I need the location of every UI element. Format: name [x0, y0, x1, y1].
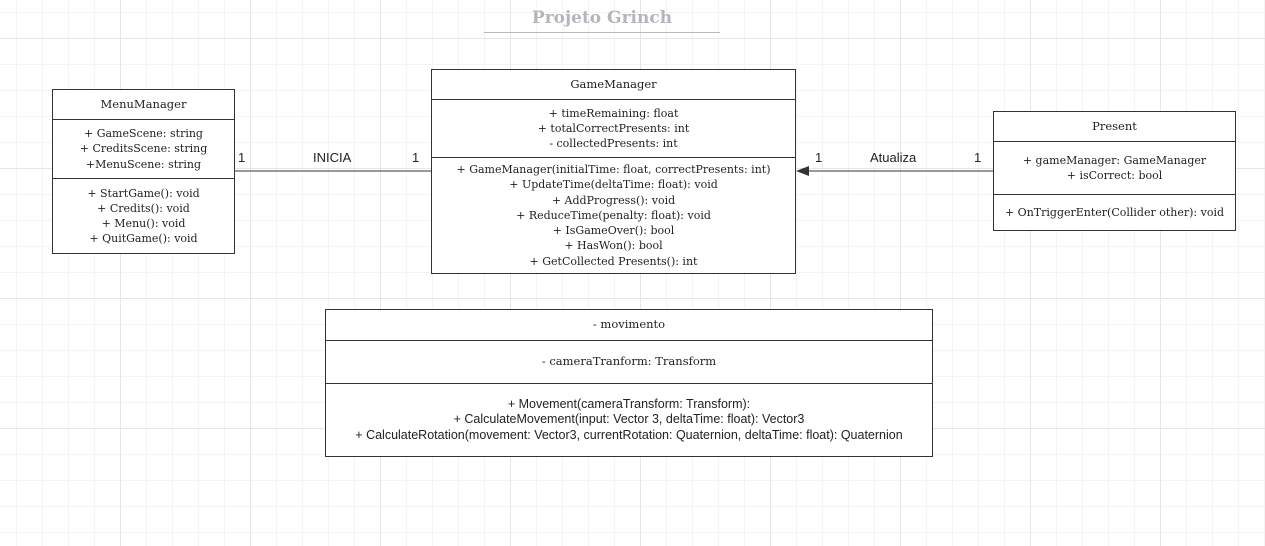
inicia-label: INICIA [313, 150, 352, 165]
class-game-manager[interactable]: GameManager + timeRemaining: float + tot… [431, 69, 796, 274]
method: + Menu(): void [101, 217, 186, 230]
method: + GetCollected Presents(): int [529, 254, 698, 268]
class-header: - movimento [326, 310, 932, 340]
method: + ReduceTime(penalty: float): void [516, 208, 711, 222]
method: + AddProgress(): void [551, 193, 676, 207]
method: + QuitGame(): void [89, 232, 198, 246]
method: + HasWon(): bool [564, 239, 663, 253]
class-name: MenuManager [100, 96, 187, 111]
attribute: +MenuScene: string [85, 157, 202, 171]
attribute: - collectedPresents: int [549, 137, 678, 151]
attribute: + GameScene: string [84, 127, 203, 141]
class-header: MenuManager [53, 90, 234, 119]
attributes-section: + gameManager: GameManager + isCorrect: … [994, 141, 1235, 194]
class-present[interactable]: Present + gameManager: GameManager + isC… [993, 111, 1236, 231]
attributes-section: + timeRemaining: float + totalCorrectPre… [432, 99, 795, 157]
class-name: GameManager [570, 76, 657, 91]
methods-section: + Movement(cameraTransform: Transform): … [326, 383, 932, 456]
attribute: - cameraTranform: Transform [541, 354, 717, 369]
attribute: + timeRemaining: float [548, 106, 679, 120]
atualiza-multiplicity-left: 1 [815, 150, 823, 165]
method: + Movement(cameraTransform: Transform): [507, 396, 751, 411]
methods-section: + OnTriggerEnter(Collider other): void [994, 194, 1235, 230]
class-name: - movimento [592, 317, 666, 332]
class-header: GameManager [432, 70, 795, 99]
attribute: + gameManager: GameManager [1022, 153, 1207, 167]
inicia-multiplicity-right: 1 [412, 150, 420, 165]
class-header: Present [994, 112, 1235, 141]
method: + OnTriggerEnter(Collider other): void [1004, 205, 1225, 219]
method: + IsGameOver(): bool [552, 224, 675, 238]
inicia-multiplicity-left: 1 [238, 150, 246, 165]
attributes-section: + GameScene: string + CreditsScene: stri… [53, 119, 234, 178]
methods-section: + GameManager(initialTime: float, correc… [432, 157, 795, 273]
method: + CalculateRotation(movement: Vector3, c… [355, 427, 903, 442]
class-name: Present [1092, 118, 1137, 133]
method: + CalculateMovement(input: Vector 3, del… [453, 412, 805, 427]
diagram-title: Projeto Grinch [484, 8, 720, 33]
class-menu-manager[interactable]: MenuManager + GameScene: string + Credit… [52, 89, 235, 254]
attributes-section: - cameraTranform: Transform [326, 340, 932, 383]
method: + GameManager(initialTime: float, correc… [456, 163, 771, 177]
arrowhead-icon [796, 166, 809, 176]
atualiza-label: Atualiza [870, 150, 917, 165]
method: + Credits(): void [97, 201, 190, 215]
methods-section: + StartGame(): void + Credits(): void + … [53, 178, 234, 253]
attribute: + CreditsScene: string [79, 142, 208, 156]
attribute: + totalCorrectPresents: int [537, 121, 690, 135]
attribute: + isCorrect: bool [1066, 169, 1163, 182]
method: + StartGame(): void [87, 186, 200, 200]
atualiza-multiplicity-right: 1 [974, 150, 982, 165]
method: + UpdateTime(deltaTime: float): void [509, 178, 718, 192]
class-movimento[interactable]: - movimento - cameraTranform: Transform … [325, 309, 933, 457]
